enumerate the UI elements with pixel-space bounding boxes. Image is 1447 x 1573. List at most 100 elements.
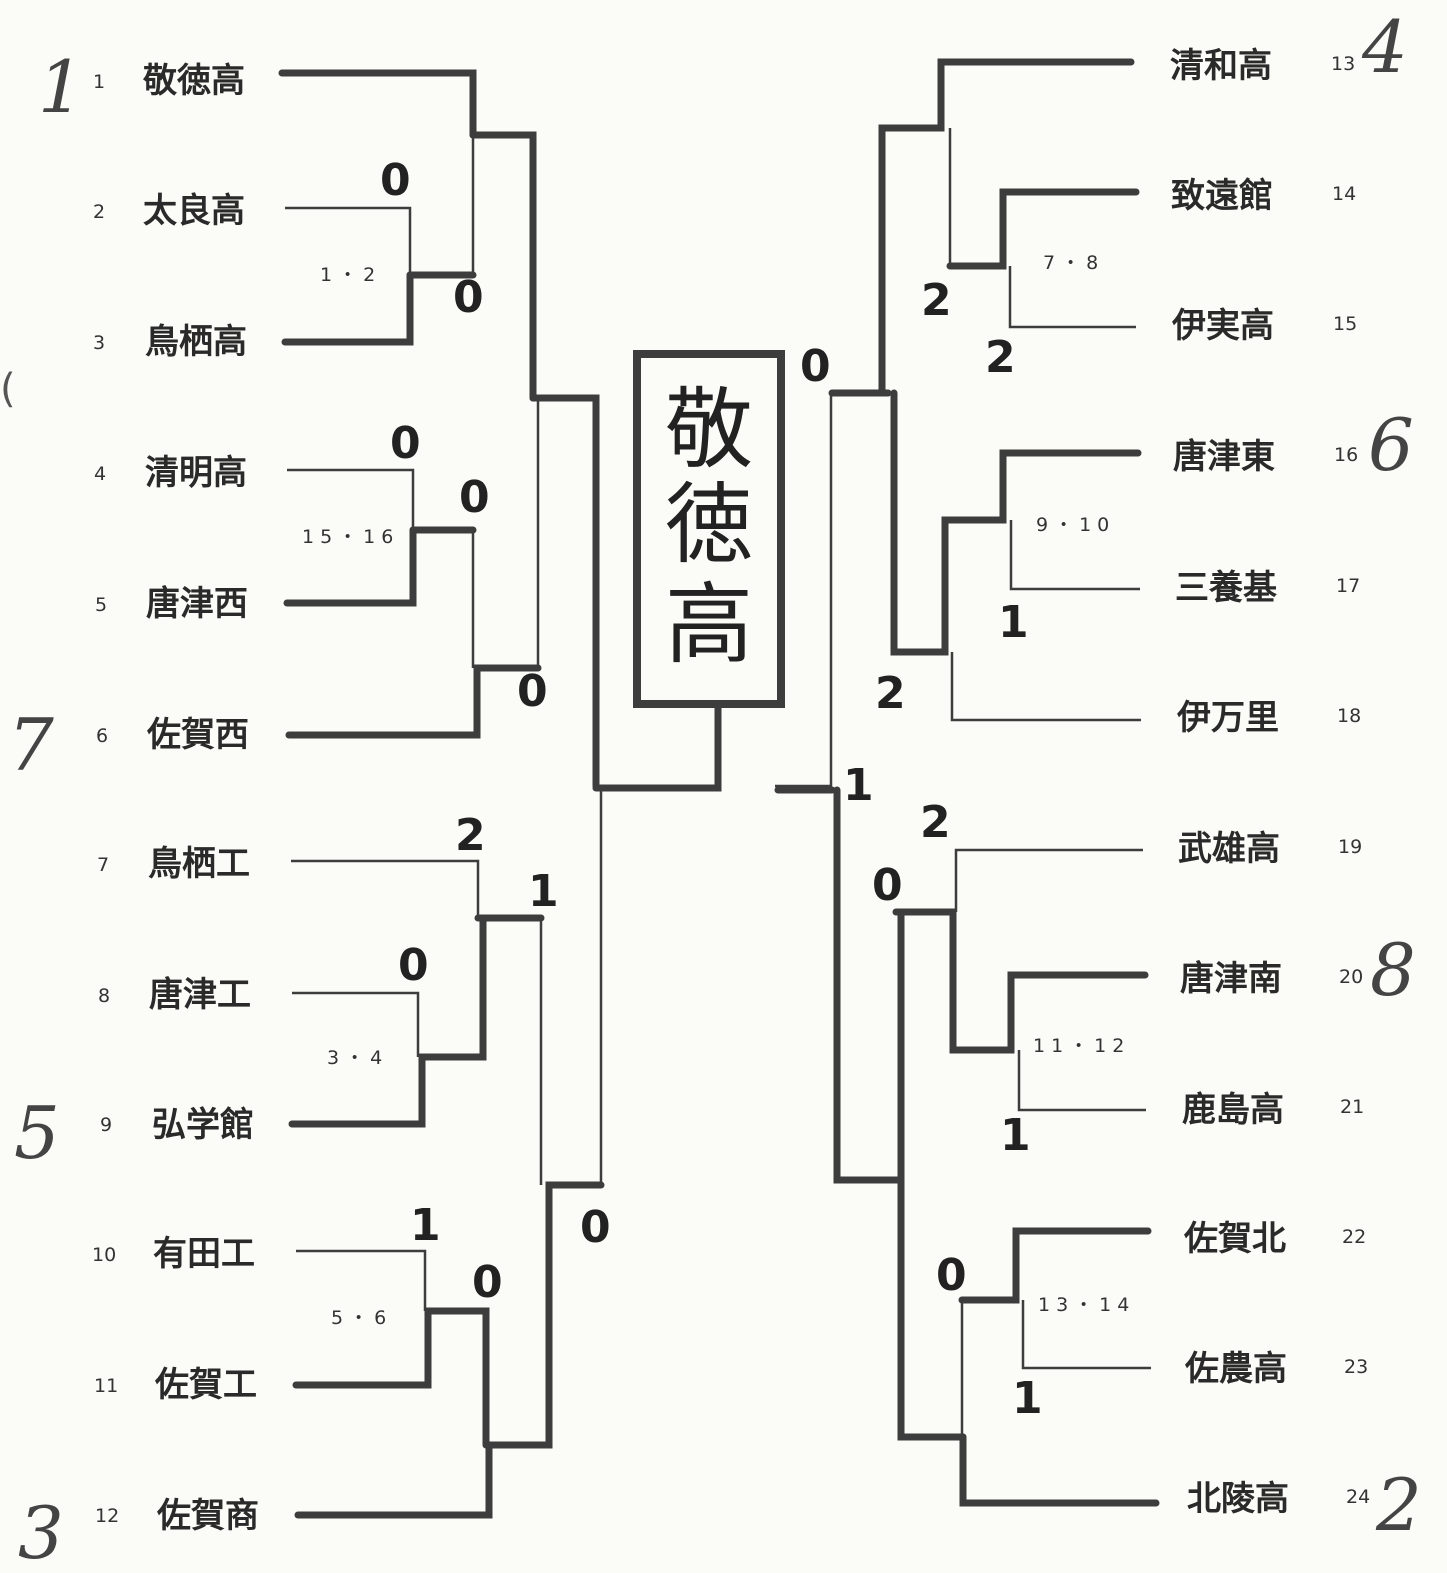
team-name: 佐賀工 xyxy=(154,1365,257,1405)
team-name: 太良高 xyxy=(143,191,245,231)
score: 0 xyxy=(800,341,831,392)
team-seed: 7 xyxy=(97,854,109,876)
bracket-line xyxy=(287,468,415,530)
team-name: 清明高 xyxy=(145,453,247,493)
bracket-line xyxy=(833,786,905,1184)
bracket-line xyxy=(529,394,600,790)
bracket-line xyxy=(946,188,1140,270)
champion-char-3: 高 xyxy=(665,573,753,676)
score: 2 xyxy=(920,797,951,848)
team-name: 鹿島高 xyxy=(1182,1090,1284,1130)
team-seed: 15 xyxy=(1333,313,1357,335)
team-seed: 16 xyxy=(1334,444,1358,466)
placement: 2 xyxy=(1375,1463,1422,1547)
team-name: 唐津南 xyxy=(1180,959,1282,999)
team-seed: 19 xyxy=(1338,836,1362,858)
score: 2 xyxy=(455,810,486,861)
left-teams: 1 敬徳高 2 太良高 3 鳥栖高 4 清明高 5 唐津西 6 佐賀西 7 鳥栖… xyxy=(92,61,259,1536)
team-seed: 8 xyxy=(98,985,110,1007)
team-name: 佐賀西 xyxy=(146,715,249,755)
score: 1 xyxy=(1000,1110,1031,1161)
placements: 1 7 5 3 4 6 8 2 xyxy=(8,5,1422,1573)
bracket-line xyxy=(1008,266,1136,329)
bracket-line xyxy=(294,1181,605,1519)
match-labels: 1・2 15・16 3・4 5・6 7・8 9・10 11・12 13・14 xyxy=(302,252,1135,1329)
score: 1 xyxy=(410,1200,441,1251)
score: 1 xyxy=(843,760,874,811)
bracket-line xyxy=(1017,1050,1146,1112)
team-name: 敬徳高 xyxy=(142,61,245,101)
score: 0 xyxy=(517,666,548,717)
placement: 7 xyxy=(8,703,54,787)
bracket-line xyxy=(959,1433,1160,1507)
bracket-line xyxy=(958,1227,1152,1304)
team-name: 致遠館 xyxy=(1171,176,1273,216)
team-name: 北陵高 xyxy=(1187,1479,1289,1519)
bracket-line xyxy=(878,58,1135,397)
team-name: 鳥栖工 xyxy=(148,844,250,884)
bracket-line xyxy=(469,131,537,402)
team-name: 佐賀商 xyxy=(156,1496,259,1536)
champion-frame xyxy=(633,350,785,708)
bracket-line xyxy=(897,908,967,1441)
bracket-line xyxy=(288,914,487,1128)
match-label: 11・12 xyxy=(1033,1035,1130,1057)
match-label: 13・14 xyxy=(1038,1294,1135,1316)
team-name: 弘学館 xyxy=(152,1105,254,1145)
match-label: 1・2 xyxy=(320,264,381,286)
team-seed: 1 xyxy=(93,71,105,93)
team-seed: 4 xyxy=(94,463,106,485)
champion-char-2: 徳 xyxy=(665,473,753,576)
score: 0 xyxy=(472,1257,503,1308)
match-label: 15・16 xyxy=(302,526,399,548)
score: 1 xyxy=(1012,1373,1043,1424)
bracket-line xyxy=(890,389,1142,656)
team-name: 有田工 xyxy=(153,1234,255,1274)
score: 0 xyxy=(453,272,484,323)
team-seed: 13 xyxy=(1331,53,1355,75)
team-name: 唐津西 xyxy=(146,584,248,624)
match-label: 5・6 xyxy=(331,1307,392,1329)
match-label: 3・4 xyxy=(327,1047,388,1069)
placement: 8 xyxy=(1370,928,1416,1012)
team-seed: 2 xyxy=(93,201,105,223)
champion-char-1: 敬 xyxy=(665,378,753,481)
bracket-line xyxy=(592,704,722,792)
bracket-line xyxy=(285,206,412,275)
team-seed: 3 xyxy=(93,332,105,354)
team-name: 佐賀北 xyxy=(1183,1219,1286,1259)
stray-mark: ( xyxy=(0,366,16,412)
team-seed: 9 xyxy=(100,1114,112,1136)
score: 0 xyxy=(872,860,903,911)
bracket-line xyxy=(775,393,833,788)
score: 2 xyxy=(875,668,906,719)
team-seed: 11 xyxy=(94,1375,118,1397)
team-seed: 5 xyxy=(95,594,107,616)
team-seed: 12 xyxy=(95,1505,119,1527)
left-bracket-lines xyxy=(278,69,722,1519)
team-name: 武雄高 xyxy=(1178,829,1280,869)
right-teams: 清和高 13 致遠館 14 伊実高 15 唐津東 16 三養基 17 伊万里 1… xyxy=(1170,46,1370,1519)
team-seed: 23 xyxy=(1344,1356,1368,1378)
team-seed: 6 xyxy=(96,725,108,747)
bracket-line xyxy=(1009,520,1140,591)
bracket-line xyxy=(892,908,1149,1054)
team-seed: 20 xyxy=(1339,966,1363,988)
team-name: 鳥栖高 xyxy=(145,322,247,362)
score: 0 xyxy=(580,1202,611,1253)
scores: 0 0 0 0 0 2 1 0 1 0 0 0 2 2 0 1 2 2 1 0 … xyxy=(380,155,1043,1424)
team-seed: 22 xyxy=(1342,1226,1366,1248)
team-name: 唐津東 xyxy=(1173,437,1275,477)
bracket-line xyxy=(292,1307,490,1449)
placement: 4 xyxy=(1361,5,1408,89)
bracket-line xyxy=(281,271,414,346)
bracket-line xyxy=(954,848,1143,912)
match-label: 7・8 xyxy=(1043,252,1104,274)
score: 2 xyxy=(921,275,952,326)
team-name: 伊実高 xyxy=(1171,306,1274,346)
placement: 1 xyxy=(38,45,84,129)
right-bracket-lines xyxy=(774,58,1160,1507)
bracket-line xyxy=(296,1249,427,1311)
score: 2 xyxy=(985,332,1016,383)
